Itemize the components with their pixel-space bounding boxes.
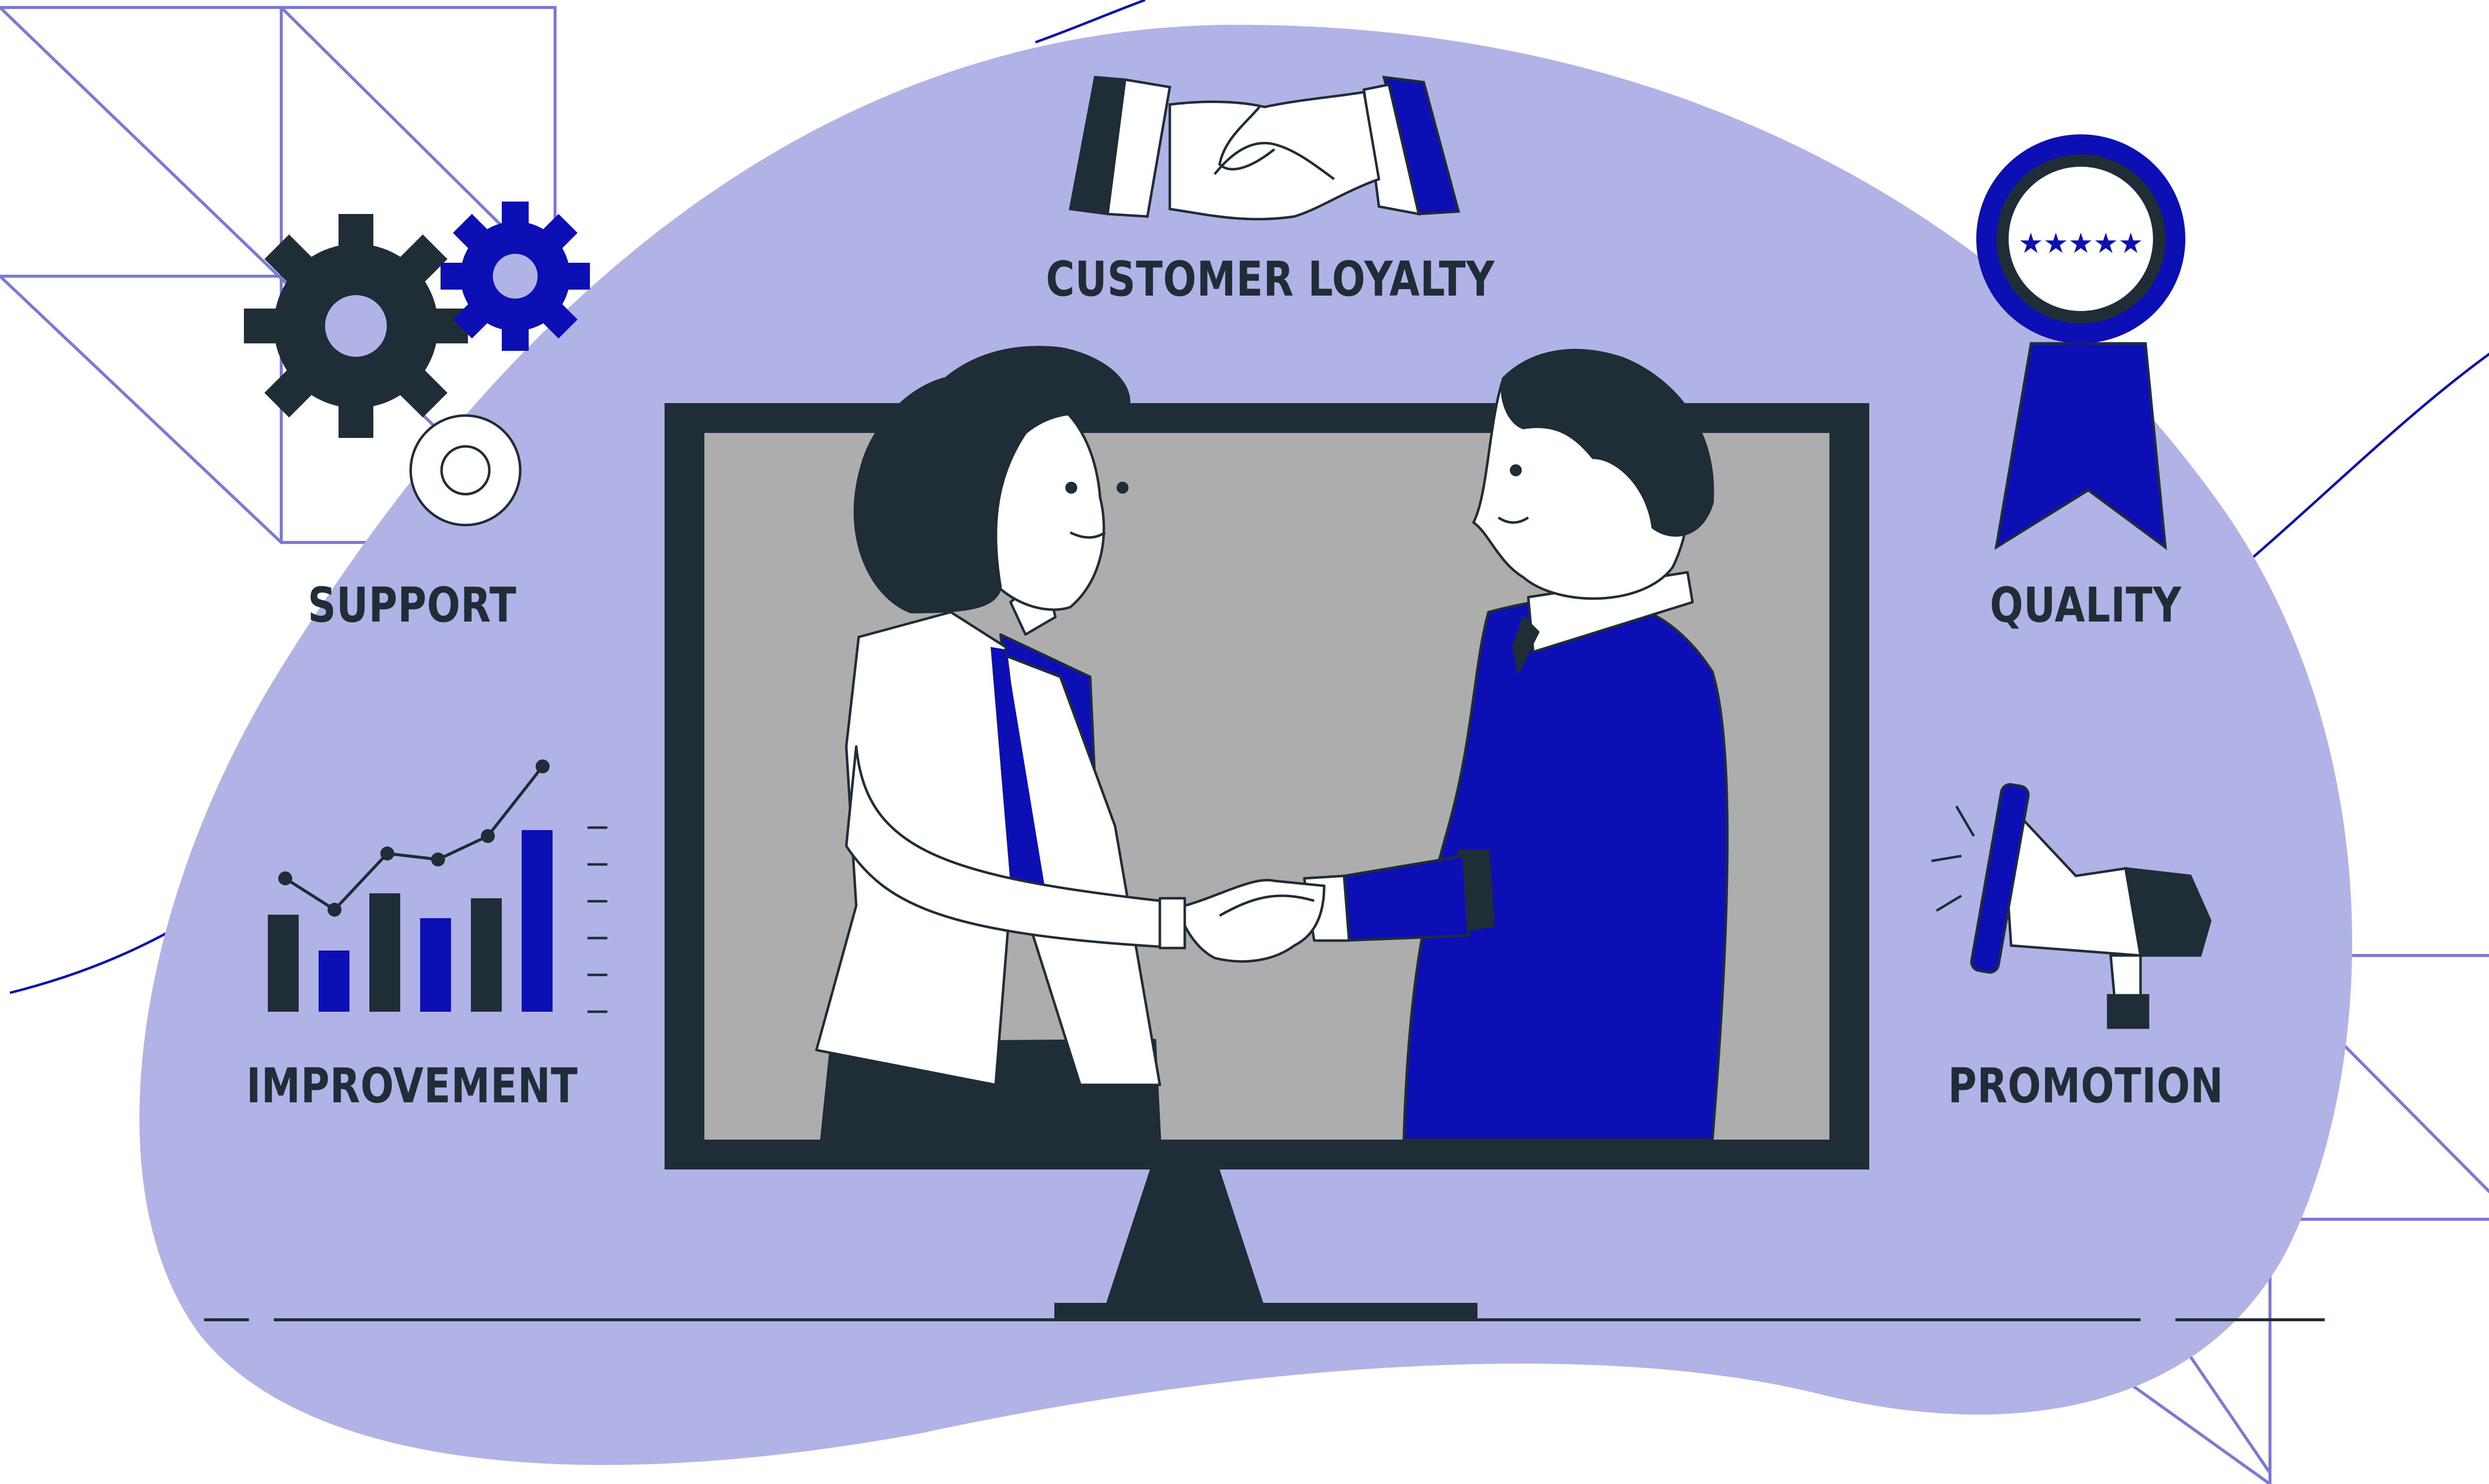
gears-icon bbox=[244, 202, 590, 527]
quality-label: QUALITY bbox=[1990, 577, 2182, 633]
man-figure bbox=[1303, 349, 1729, 1141]
handshake-icon bbox=[1069, 76, 1461, 220]
support-label: SUPPORT bbox=[308, 577, 517, 633]
improvement-label: IMPROVEMENT bbox=[246, 1058, 578, 1114]
woman-figure bbox=[815, 346, 1186, 1141]
center-handshake bbox=[1183, 879, 1326, 963]
bar-chart-icon bbox=[268, 759, 607, 1013]
customer-loyalty-label: CUSTOMER LOYALTY bbox=[1046, 251, 1495, 307]
promotion-label: PROMOTION bbox=[1948, 1058, 2224, 1114]
megaphone-icon bbox=[1931, 783, 2212, 1029]
ribbon-badge-icon: ★★★★★ bbox=[1976, 134, 2185, 550]
badge-stars: ★★★★★ bbox=[2018, 227, 2143, 260]
